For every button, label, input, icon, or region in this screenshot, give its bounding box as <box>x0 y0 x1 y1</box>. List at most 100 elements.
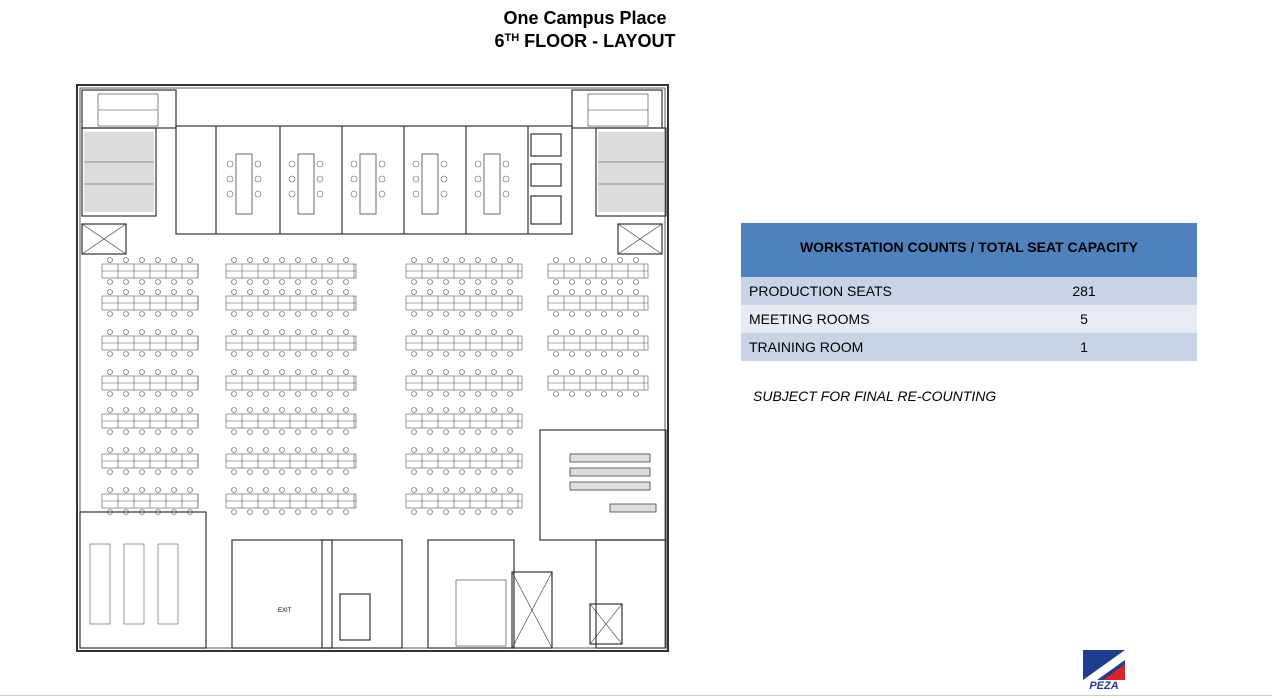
chair <box>247 447 253 453</box>
chair <box>231 257 237 263</box>
chair <box>171 487 177 493</box>
chair <box>343 279 349 285</box>
table-row: TRAINING ROOM 1 <box>741 333 1197 361</box>
chair <box>123 469 129 475</box>
chair <box>155 429 161 435</box>
chair <box>459 429 465 435</box>
chair <box>295 311 301 317</box>
chair <box>459 407 465 413</box>
chair <box>107 289 113 295</box>
chair <box>247 509 253 515</box>
chair <box>411 311 417 317</box>
chair <box>443 487 449 493</box>
floor-plan: EXIT <box>76 84 669 652</box>
chair <box>475 279 481 285</box>
chair <box>411 351 417 357</box>
chair <box>327 391 333 397</box>
chair <box>491 279 497 285</box>
chair <box>311 429 317 435</box>
chair <box>231 311 237 317</box>
chair <box>411 289 417 295</box>
chair <box>327 369 333 375</box>
chair <box>475 509 481 515</box>
chair <box>507 509 513 515</box>
chair <box>187 257 193 263</box>
chair <box>475 487 481 493</box>
chair <box>123 289 129 295</box>
chair <box>475 447 481 453</box>
chair <box>491 407 497 413</box>
chair <box>155 311 161 317</box>
chair <box>427 279 433 285</box>
chair <box>155 447 161 453</box>
chair <box>247 487 253 493</box>
chair <box>507 447 513 453</box>
chair <box>585 351 591 357</box>
chair <box>263 329 269 335</box>
chair <box>427 429 433 435</box>
chair <box>231 429 237 435</box>
chair <box>155 329 161 335</box>
chair <box>123 509 129 515</box>
chair <box>427 257 433 263</box>
chair <box>107 369 113 375</box>
chair <box>311 329 317 335</box>
chair <box>123 369 129 375</box>
chair <box>311 289 317 295</box>
chair <box>231 447 237 453</box>
chair <box>107 447 113 453</box>
chair <box>311 351 317 357</box>
chair <box>295 279 301 285</box>
chair <box>123 447 129 453</box>
chair <box>553 351 559 357</box>
chair <box>187 407 193 413</box>
chair <box>633 391 639 397</box>
chair <box>139 391 145 397</box>
chair <box>569 329 575 335</box>
chair <box>475 257 481 263</box>
chair <box>553 391 559 397</box>
chair <box>155 369 161 375</box>
chair <box>617 279 623 285</box>
chair <box>247 257 253 263</box>
chair <box>263 351 269 357</box>
row-label: TRAINING ROOM <box>741 333 971 361</box>
chair <box>263 407 269 413</box>
chair <box>507 289 513 295</box>
chair <box>279 447 285 453</box>
chair <box>411 329 417 335</box>
chair <box>107 391 113 397</box>
chair <box>279 311 285 317</box>
chair <box>475 289 481 295</box>
chair <box>139 329 145 335</box>
chair <box>343 351 349 357</box>
chair <box>155 351 161 357</box>
chair <box>507 257 513 263</box>
chair <box>171 447 177 453</box>
chair <box>459 329 465 335</box>
chair <box>295 509 301 515</box>
chair <box>601 369 607 375</box>
chair <box>617 351 623 357</box>
chair <box>171 407 177 413</box>
chair <box>295 351 301 357</box>
chair <box>187 509 193 515</box>
chair <box>491 257 497 263</box>
row-label: PRODUCTION SEATS <box>741 277 971 305</box>
chair <box>427 469 433 475</box>
chair <box>601 391 607 397</box>
chair <box>443 369 449 375</box>
chair <box>327 407 333 413</box>
chair <box>601 279 607 285</box>
chair <box>443 257 449 263</box>
chair <box>507 487 513 493</box>
chair <box>443 469 449 475</box>
chair <box>107 329 113 335</box>
chair <box>443 391 449 397</box>
chair <box>123 279 129 285</box>
chair <box>411 509 417 515</box>
chair <box>155 407 161 413</box>
chair <box>107 257 113 263</box>
chair <box>171 279 177 285</box>
chair <box>171 369 177 375</box>
